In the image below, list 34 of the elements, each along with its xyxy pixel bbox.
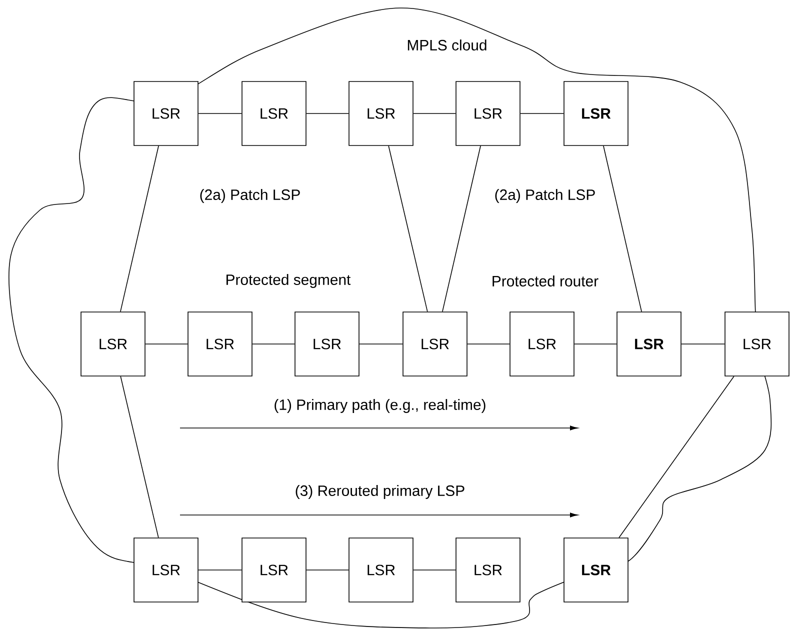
connector-line xyxy=(198,113,242,114)
connector-line xyxy=(388,146,428,312)
router-box: LSR xyxy=(402,312,468,376)
router-box: LSR xyxy=(348,81,414,146)
annotation-text: Protected segment xyxy=(226,274,351,288)
router-box: LSR xyxy=(134,81,198,146)
router-box: LSR xyxy=(134,538,198,602)
annotation-text: (1) Primary path (e.g., real-time) xyxy=(274,399,486,413)
annotation-text: (2a) Patch LSP xyxy=(495,189,595,203)
router-box: LSR xyxy=(724,312,790,376)
router-box: LSR xyxy=(456,538,520,602)
router-box: LSR xyxy=(616,312,682,376)
annotation-text: (3) Rerouted primary LSP xyxy=(296,485,464,499)
router-box: LSR xyxy=(294,312,360,376)
router-box: LSR xyxy=(510,312,574,376)
router-box: LSR xyxy=(564,538,628,602)
router-box: LSR xyxy=(456,81,520,146)
annotation-text: (2a) Patch LSP xyxy=(200,189,300,203)
router-box: LSR xyxy=(348,538,414,602)
connector-line xyxy=(120,376,159,538)
connector-line xyxy=(603,146,642,312)
connector-line xyxy=(618,376,734,538)
router-box: LSR xyxy=(242,81,306,146)
annotation-text: MPLS cloud xyxy=(408,40,486,50)
router-box: LSR xyxy=(80,312,146,376)
connector-line xyxy=(520,113,564,114)
annotation-text: Protected router xyxy=(492,276,598,286)
connector-line xyxy=(120,146,159,312)
connector-line xyxy=(442,146,481,312)
router-box: LSR xyxy=(564,81,628,146)
router-box: LSR xyxy=(242,538,306,602)
connector-line xyxy=(306,113,349,114)
router-box: LSR xyxy=(188,312,252,376)
connector-line xyxy=(413,113,456,114)
